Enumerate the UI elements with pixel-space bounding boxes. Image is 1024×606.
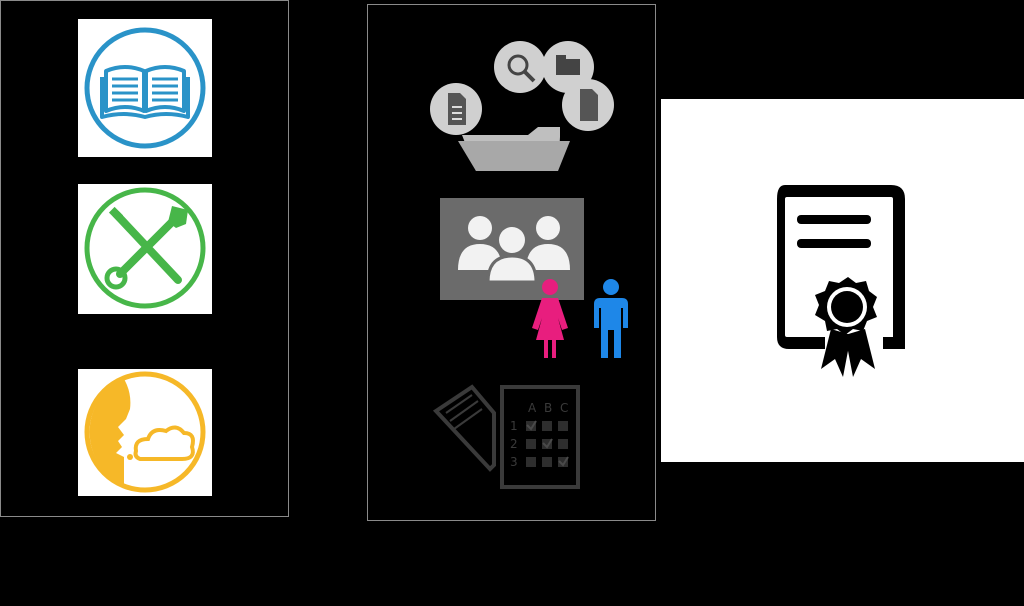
certificate-icon	[777, 185, 905, 377]
speaking-face-icon	[84, 371, 206, 493]
middle-panel: A B C 1 2 3	[367, 4, 656, 521]
checklist-row-3: 3	[510, 455, 518, 469]
female-person-icon	[532, 279, 568, 358]
checklist-col-b: B	[544, 401, 553, 415]
certificate-card	[661, 99, 1024, 462]
group-of-people-icon	[440, 198, 584, 300]
book-icon	[84, 27, 206, 149]
checklist-row-2: 2	[510, 437, 518, 451]
book-tile	[78, 19, 212, 157]
left-panel	[0, 0, 289, 517]
checklist: A B C 1 2 3	[432, 383, 582, 493]
speaking-tile	[78, 369, 212, 496]
checklist-col-a: A	[528, 401, 537, 415]
male-person-icon	[594, 279, 628, 358]
wrench-screwdriver-icon	[84, 187, 206, 309]
documents-folder-icon	[430, 41, 614, 171]
tools-tile	[78, 184, 212, 314]
checklist-drawing	[432, 384, 580, 489]
checklist-row-1: 1	[510, 419, 518, 433]
checklist-col-c: C	[560, 401, 569, 415]
